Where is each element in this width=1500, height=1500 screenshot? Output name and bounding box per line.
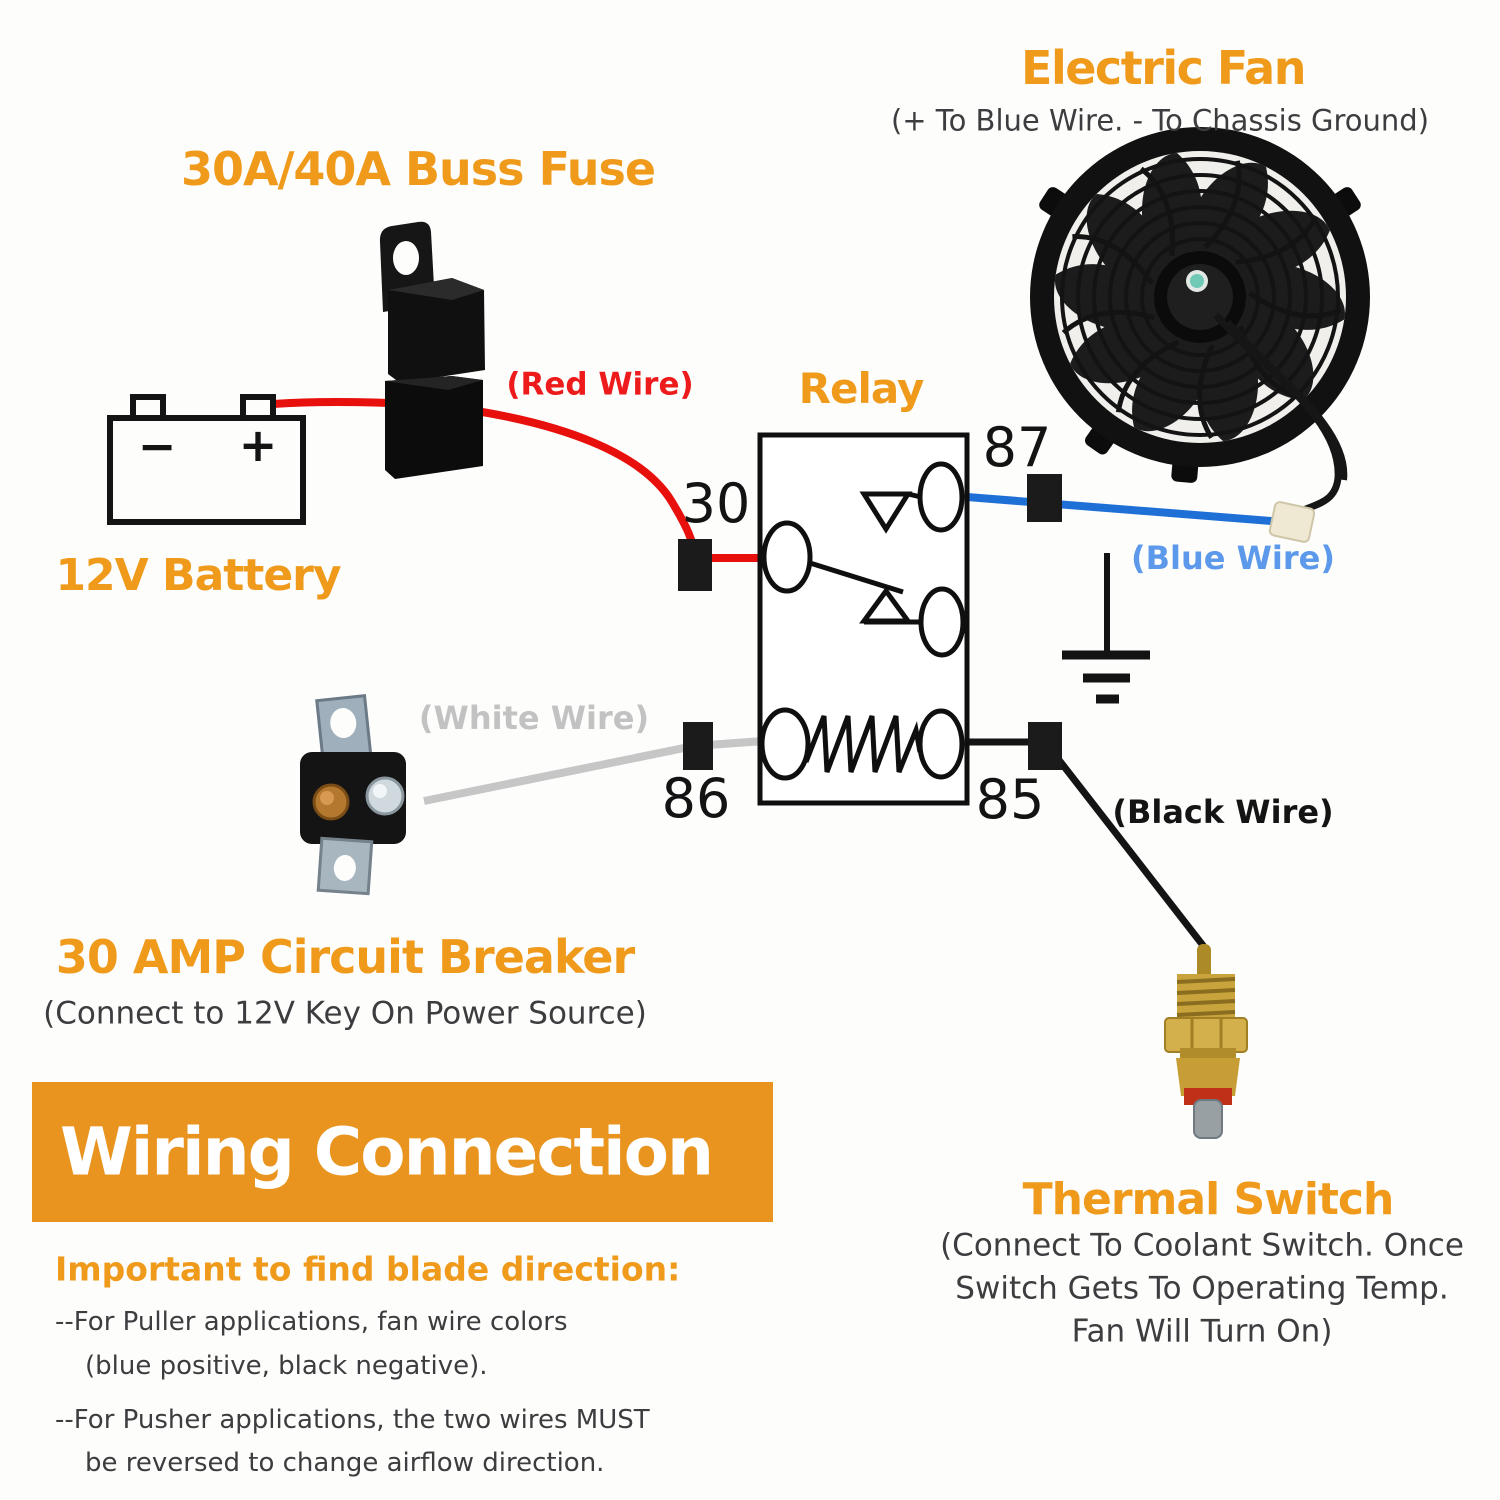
battery-title: 12V Battery xyxy=(55,550,341,601)
blade-direction-line1: --For Puller applications, fan wire colo… xyxy=(55,1307,568,1337)
circuit-breaker-note: (Connect to 12V Key On Power Source) xyxy=(43,995,647,1032)
relay-pin-86: 86 xyxy=(661,767,731,830)
blade-direction-line3: --For Pusher applications, the two wires… xyxy=(55,1405,650,1435)
battery-symbol xyxy=(107,394,306,525)
relay-pin-85: 85 xyxy=(975,768,1045,831)
white-wire-label: (White Wire) xyxy=(418,699,650,737)
fan-image xyxy=(1030,127,1370,543)
blade-direction-heading: Important to find blade direction: xyxy=(55,1249,681,1289)
fan-wire-connector xyxy=(1268,501,1316,543)
fuse-holder-image xyxy=(379,221,485,479)
fan-subtitle: (+ To Blue Wire. - To Chassis Ground) xyxy=(890,103,1430,138)
blade-direction-line4: be reversed to change airflow direction. xyxy=(85,1448,605,1478)
thermal-switch-note1: (Connect To Coolant Switch. Once xyxy=(940,1227,1464,1264)
wiring-connection-banner: Wiring Connection xyxy=(32,1082,773,1222)
relay-pin-30: 30 xyxy=(681,472,751,535)
red-wire-label: (Red Wire) xyxy=(506,366,694,403)
fan-title: Electric Fan xyxy=(1021,41,1306,95)
blue-wire-label: (Blue Wire) xyxy=(1131,539,1335,577)
circuit-breaker-image xyxy=(300,694,406,896)
battery-minus-sign: − xyxy=(137,419,177,473)
relay-pin-87: 87 xyxy=(982,416,1052,479)
thermal-switch-note2: Switch Gets To Operating Temp. xyxy=(955,1270,1449,1307)
battery-plus-sign: + xyxy=(238,418,278,472)
thermal-switch-title: Thermal Switch xyxy=(1022,1174,1395,1225)
connector-pin87 xyxy=(1027,474,1062,522)
thermal-switch-note3: Fan Will Turn On) xyxy=(1071,1313,1333,1350)
blade-direction-line2: (blue positive, black negative). xyxy=(85,1351,488,1381)
relay-symbol xyxy=(757,432,970,806)
relay-title: Relay xyxy=(798,364,925,413)
red-wire xyxy=(272,398,698,566)
banner-title: Wiring Connection xyxy=(60,1113,714,1191)
ground-symbol xyxy=(1062,553,1150,704)
black-wire-label: (Black Wire) xyxy=(1112,793,1334,831)
thermal-switch-image xyxy=(1164,944,1248,1139)
connector-pin85 xyxy=(1028,722,1062,770)
connector-pin30 xyxy=(678,539,712,591)
buss-fuse-title: 30A/40A Buss Fuse xyxy=(180,142,656,196)
blue-wire xyxy=(966,493,1285,526)
connector-pin86 xyxy=(683,722,713,770)
circuit-breaker-title: 30 AMP Circuit Breaker xyxy=(55,930,635,984)
